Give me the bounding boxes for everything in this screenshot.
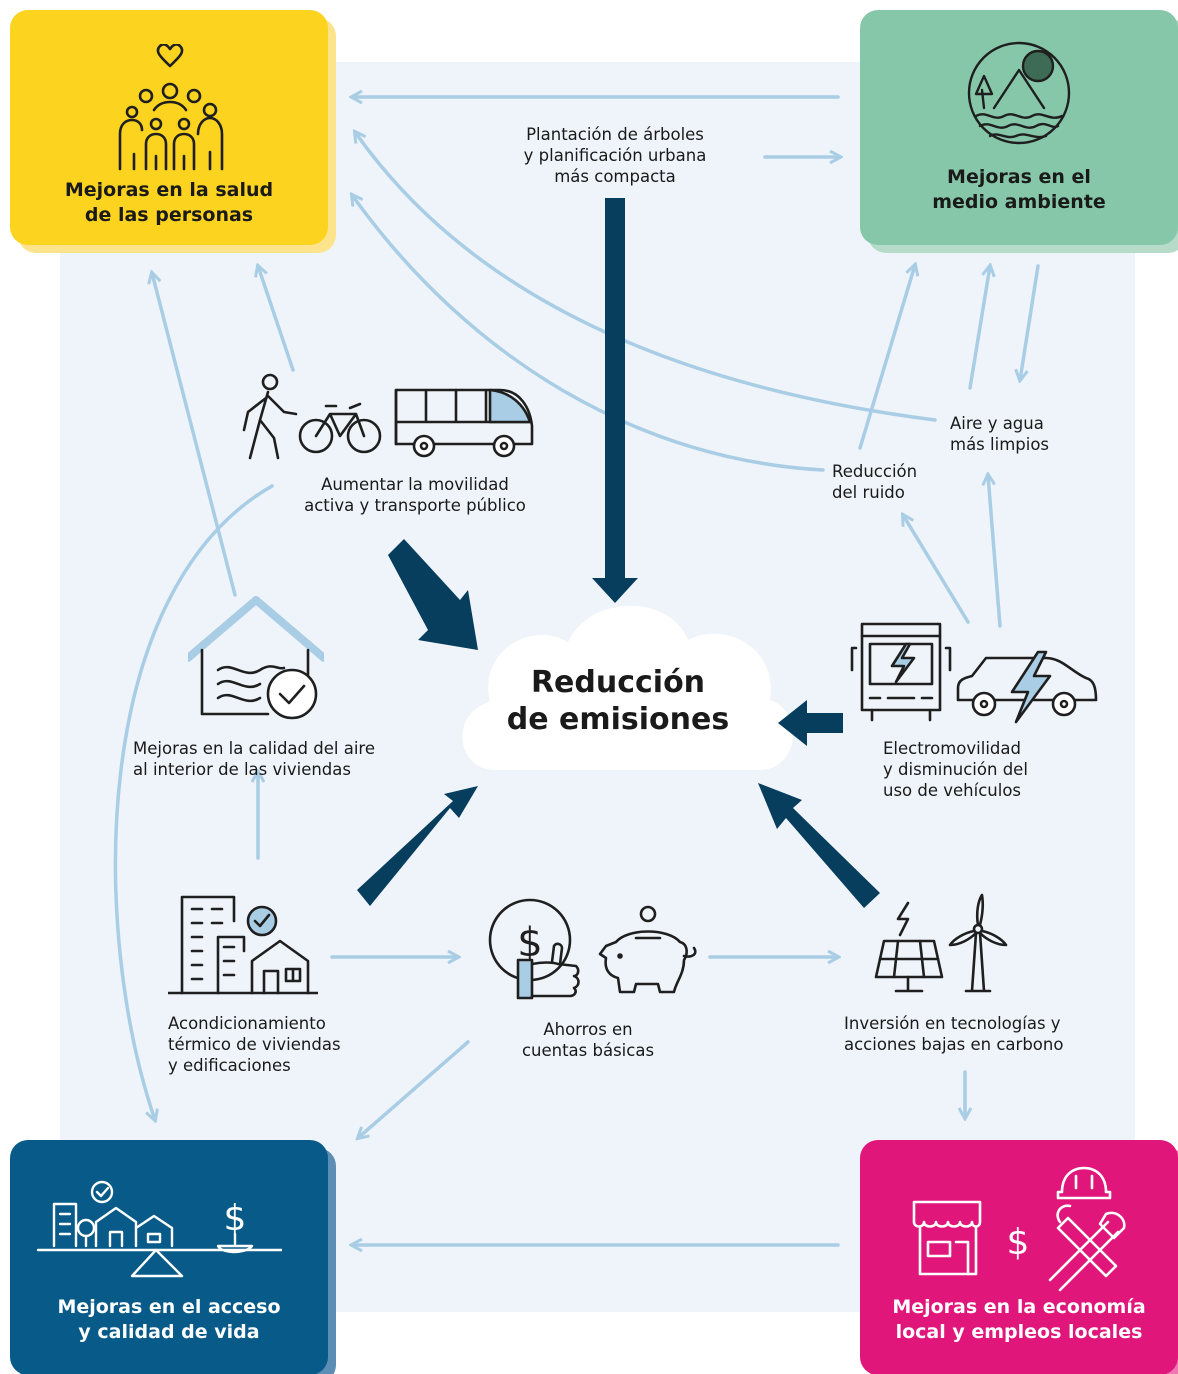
outcome-health-title: Mejoras en la salud de las personas bbox=[10, 178, 328, 228]
arrow-noise-to-env bbox=[858, 265, 915, 450]
store-dollar-tools-icon: $ bbox=[912, 1166, 1126, 1292]
label-electro-line2: y disminución del bbox=[883, 760, 1028, 779]
arrow-mobility-to-health bbox=[258, 266, 295, 372]
solar-wind-icon bbox=[874, 893, 1008, 993]
label-thermal-line3: y edificaciones bbox=[168, 1056, 291, 1075]
label-mobility-line1: Aumentar la movilidad bbox=[321, 475, 509, 494]
arrow-electro-to-noise bbox=[903, 515, 970, 624]
label-trees: Plantación de árboles y planificación ur… bbox=[475, 124, 755, 187]
mountain-tree-water-icon bbox=[967, 41, 1071, 145]
outcome-access-box: $ Mejoras en el acceso y calidad de vida bbox=[10, 1140, 336, 1374]
electric-bus-car-icon bbox=[850, 622, 1098, 724]
family-heart-icon bbox=[118, 44, 224, 171]
outcome-economy-line2: local y empleos locales bbox=[895, 1321, 1143, 1343]
outcome-health-box: Mejoras en la salud de las personas bbox=[10, 10, 336, 253]
outcome-access-line2: y calidad de vida bbox=[78, 1321, 260, 1343]
outcome-health-line2: de las personas bbox=[84, 204, 254, 226]
walk-bike-bus-icon bbox=[242, 373, 534, 460]
arrow-savings-to-access bbox=[358, 1040, 470, 1138]
outcome-environment-line2: medio ambiente bbox=[932, 191, 1106, 213]
label-noise-line1: Reducción bbox=[832, 462, 918, 481]
label-investment: Inversión en tecnologías y acciones baja… bbox=[844, 1013, 1154, 1055]
label-savings-line2: cuentas básicas bbox=[521, 1041, 655, 1060]
outcome-environment-line1: Mejoras en el bbox=[947, 166, 1091, 188]
dark-arrow-thermal bbox=[357, 786, 478, 906]
dark-arrow-mobility bbox=[388, 539, 478, 650]
label-mobility-line2: activa y transporte público bbox=[304, 496, 526, 515]
arrow-mobility-to-access bbox=[113, 484, 274, 1120]
coin-piggybank-icon: $ bbox=[488, 898, 697, 1000]
svg-text:$: $ bbox=[1007, 1222, 1030, 1263]
arrow-env-to-airwater bbox=[1020, 264, 1040, 380]
svg-text:$: $ bbox=[224, 1198, 247, 1239]
outcome-environment-title: Mejoras en el medio ambiente bbox=[860, 165, 1178, 215]
label-indoor-air-line2: al interior de las viviendas bbox=[133, 760, 351, 779]
outcome-economy-box: $ Mejoras en la economía local y empleos… bbox=[860, 1140, 1178, 1374]
label-electro-line1: Electromovilidad bbox=[883, 739, 1021, 758]
label-trees-line2: y planificación urbana bbox=[523, 146, 707, 165]
buildings-check-icon bbox=[168, 895, 318, 995]
svg-text:$: $ bbox=[517, 920, 542, 966]
label-air-water: Aire y agua más limpios bbox=[950, 413, 1080, 455]
dark-arrow-electro bbox=[778, 700, 843, 746]
arrow-houseair-to-health bbox=[152, 273, 237, 597]
center-label: Reducción de emisiones bbox=[470, 664, 766, 738]
arrow-electro-to-airwater bbox=[988, 475, 1002, 628]
label-electro-line3: uso de vehículos bbox=[883, 781, 1022, 800]
label-noise-line2: del ruido bbox=[832, 483, 905, 502]
label-trees-line3: más compacta bbox=[554, 167, 676, 186]
label-air-water-line2: más limpios bbox=[950, 435, 1050, 454]
outcome-access-line1: Mejoras en el acceso bbox=[57, 1296, 281, 1318]
center-label-line1: Reducción bbox=[530, 665, 706, 700]
dark-arrow-trees bbox=[592, 198, 638, 603]
label-mobility: Aumentar la movilidad activa y transport… bbox=[275, 474, 555, 516]
label-indoor-air: Mejoras en la calidad del aire al interi… bbox=[133, 738, 423, 780]
label-noise: Reducción del ruido bbox=[832, 461, 952, 503]
arrow-airwater-to-health bbox=[355, 132, 937, 422]
central-cloud bbox=[462, 605, 794, 770]
arrow-airwater-to-env bbox=[968, 266, 990, 390]
label-thermal-line2: térmico de viviendas bbox=[168, 1035, 341, 1054]
label-savings-line1: Ahorros en bbox=[543, 1020, 633, 1039]
house-check-icon bbox=[188, 596, 324, 720]
outcome-health-line1: Mejoras en la salud bbox=[64, 179, 274, 201]
outcome-economy-line1: Mejoras en la economía bbox=[892, 1296, 1146, 1318]
label-investment-line2: acciones bajas en carbono bbox=[844, 1035, 1064, 1054]
arrow-noise-to-health bbox=[352, 195, 825, 472]
label-air-water-line1: Aire y agua bbox=[950, 414, 1044, 433]
label-investment-line1: Inversión en tecnologías y bbox=[844, 1014, 1061, 1033]
center-label-line2: de emisiones bbox=[506, 702, 730, 737]
dark-arrow-investment bbox=[758, 783, 880, 908]
label-thermal-line1: Acondicionamiento bbox=[168, 1014, 326, 1033]
label-thermal: Acondicionamiento térmico de viviendas y… bbox=[168, 1013, 408, 1076]
city-balance-dollar-icon: $ bbox=[36, 1180, 282, 1278]
label-indoor-air-line1: Mejoras en la calidad del aire bbox=[133, 739, 375, 758]
outcome-access-title: Mejoras en el acceso y calidad de vida bbox=[10, 1295, 328, 1345]
label-electro: Electromovilidad y disminución del uso d… bbox=[883, 738, 1103, 801]
outcome-environment-box: Mejoras en el medio ambiente bbox=[860, 10, 1178, 253]
label-trees-line1: Plantación de árboles bbox=[526, 125, 704, 144]
label-savings: Ahorros en cuentas básicas bbox=[478, 1019, 698, 1061]
outcome-economy-title: Mejoras en la economía local y empleos l… bbox=[860, 1295, 1178, 1345]
